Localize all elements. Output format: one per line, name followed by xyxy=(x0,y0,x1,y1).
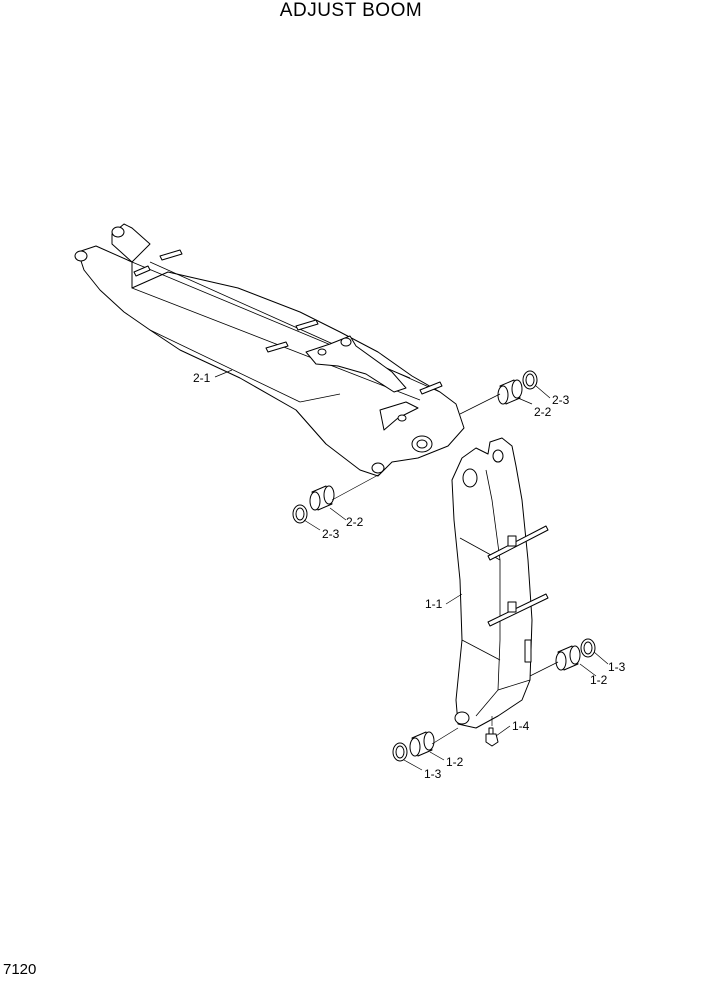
label-1-3-right: 1-3 xyxy=(608,660,626,674)
label-1-1: 1-1 xyxy=(425,597,443,611)
ring-2-3-lower xyxy=(292,504,308,524)
ring-1-3-left xyxy=(392,742,408,762)
label-1-3-left: 1-3 xyxy=(424,767,442,781)
page-number: 7120 xyxy=(3,961,37,978)
bushing-2-2-upper xyxy=(497,379,523,405)
upper-boom-part xyxy=(74,223,465,477)
label-2-1: 2-1 xyxy=(193,371,211,385)
lower-boom-part xyxy=(451,437,549,729)
label-1-2-left: 1-2 xyxy=(446,755,464,769)
ring-1-3-right xyxy=(580,638,596,658)
label-1-2-right: 1-2 xyxy=(590,673,608,687)
grease-fitting-1-4 xyxy=(485,727,499,747)
bushing-1-2-right xyxy=(555,645,581,671)
label-2-2-lower: 2-2 xyxy=(346,515,364,529)
label-2-2-upper: 2-2 xyxy=(534,405,552,419)
label-1-4: 1-4 xyxy=(512,719,530,733)
diagram-title: ADJUST BOOM xyxy=(279,0,423,21)
bushing-1-2-left xyxy=(409,731,435,757)
bushing-2-2-lower xyxy=(309,485,335,511)
label-2-3-lower: 2-3 xyxy=(322,527,340,541)
label-2-3-upper: 2-3 xyxy=(552,393,570,407)
ring-2-3-upper xyxy=(522,370,538,390)
